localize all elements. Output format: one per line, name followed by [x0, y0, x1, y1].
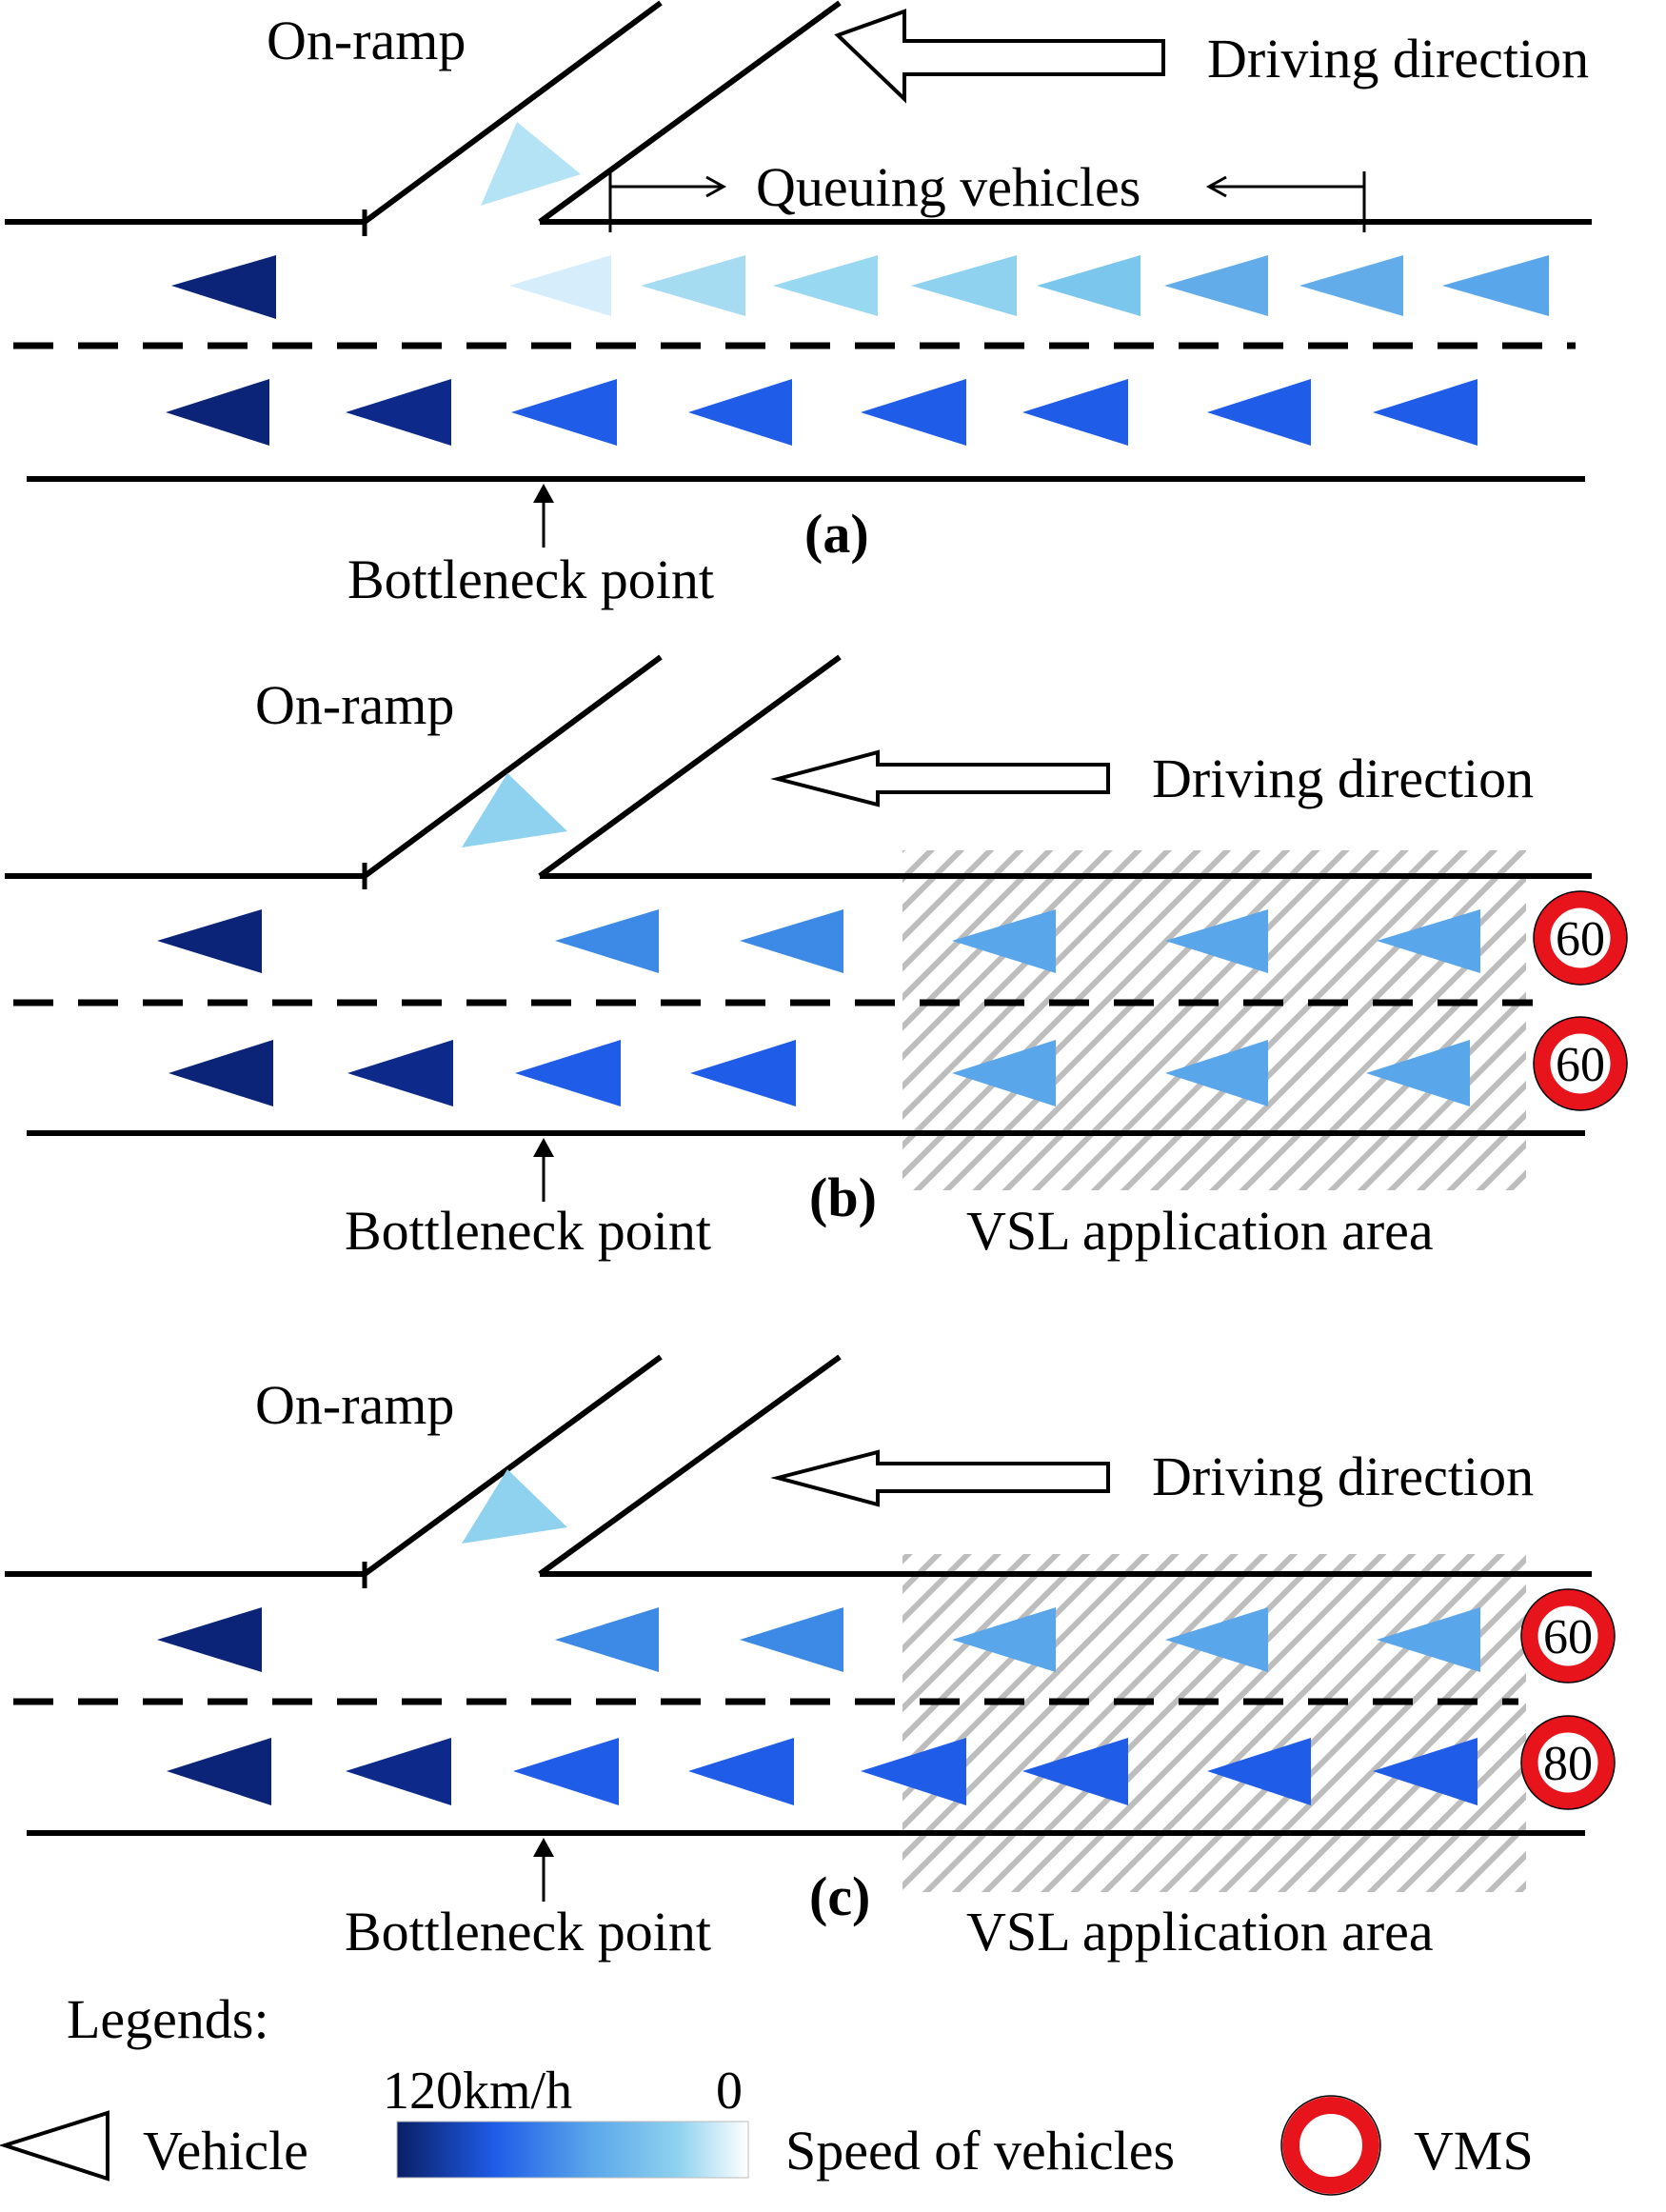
vehicle [1037, 255, 1140, 316]
on-ramp-label: On-ramp [255, 674, 454, 736]
vehicle [911, 255, 1017, 316]
vehicle [169, 1040, 273, 1106]
vehicle [1022, 379, 1128, 446]
speed-colorbar [396, 2121, 749, 2179]
bottleneck-label: Bottleneck point [347, 548, 714, 610]
vsl-area-hatch [902, 850, 1526, 1190]
on-ramp-vehicle [462, 773, 567, 847]
bottleneck-pointer [533, 1838, 554, 1902]
vehicle-symbol [0, 2110, 109, 2182]
vehicle [641, 255, 745, 316]
speed-limit-value: 80 [1543, 1737, 1593, 1791]
vms-sign: 80 [1520, 1715, 1616, 1810]
vehicle [515, 1040, 621, 1106]
vehicle [861, 379, 966, 446]
road-lines [5, 1354, 1592, 1836]
vms-symbol [1280, 2095, 1381, 2196]
bottleneck-pointer [533, 1138, 554, 1202]
vms-sign: 60 [1533, 1016, 1628, 1111]
bottleneck-pointer [533, 484, 554, 548]
vehicle [1165, 1607, 1268, 1672]
vehicle [171, 255, 276, 319]
driving-direction-label: Driving direction [1207, 28, 1589, 90]
vehicle [346, 379, 451, 446]
speed-limit-value: 60 [1556, 912, 1605, 967]
vehicle [1366, 1040, 1470, 1106]
vehicle [861, 1738, 966, 1805]
legend-speed-max: 120km/h [383, 2062, 572, 2121]
vehicle [509, 255, 611, 316]
vehicle [952, 1607, 1056, 1672]
speed-limit-value: 60 [1543, 1610, 1593, 1664]
queue-extent-markers [608, 171, 1366, 232]
panel-c: Driving direction On-ramp Bottleneck poi… [5, 1354, 1616, 1963]
legend: Legends: Vehicle 120km/h 0 Speed of vehi… [0, 1988, 1534, 2196]
vehicle [773, 255, 878, 316]
vehicle [740, 1607, 843, 1672]
vsl-area-hatch [902, 1554, 1526, 1892]
driving-direction-label: Driving direction [1152, 747, 1534, 809]
bottleneck-label: Bottleneck point [345, 1901, 711, 1963]
vehicles [166, 122, 1549, 446]
legend-speed-label: Speed of vehicles [785, 2120, 1175, 2182]
legend-title: Legends: [67, 1988, 269, 2050]
vehicle [1207, 379, 1311, 446]
vehicle [1165, 909, 1268, 973]
on-ramp-vehicle [481, 122, 581, 206]
legend-vms-label: VMS [1414, 2120, 1534, 2182]
panel-label: (a) [804, 503, 869, 565]
vms-sign: 60 [1520, 1588, 1616, 1684]
vsl-area-label: VSL application area [966, 1901, 1434, 1963]
driving-direction-arrow [834, 9, 1165, 104]
vehicle [952, 1040, 1056, 1106]
vehicle [690, 1040, 796, 1106]
road-lines [5, 654, 1592, 1136]
panel-b: Driving direction On-ramp Bottleneck poi… [5, 654, 1628, 1262]
vehicle [157, 1607, 262, 1672]
on-ramp-vehicle [462, 1469, 567, 1544]
vsl-area-label: VSL application area [966, 1200, 1434, 1262]
vehicle [1373, 1738, 1478, 1805]
vehicle [740, 909, 843, 973]
vehicle [555, 909, 659, 973]
vehicle [1377, 1607, 1480, 1672]
vehicle [1377, 909, 1480, 973]
vehicle [166, 379, 269, 446]
vehicle [157, 909, 262, 973]
bottleneck-label: Bottleneck point [345, 1200, 711, 1262]
panel-label: (b) [809, 1166, 877, 1228]
driving-direction-arrow [770, 1449, 1110, 1507]
vehicles [157, 1469, 1480, 1805]
speed-limit-value: 60 [1556, 1038, 1605, 1092]
road-lines [5, 0, 1592, 482]
vehicle [688, 1738, 794, 1805]
panel-label: (c) [809, 1865, 870, 1927]
queuing-vehicles-label: Queuing vehicles [756, 156, 1140, 218]
vehicle [1207, 1738, 1311, 1805]
vehicle [346, 1738, 451, 1805]
vehicle [511, 379, 617, 446]
vehicle [1022, 1738, 1128, 1805]
vehicle [347, 1040, 453, 1106]
vehicle [1164, 255, 1268, 316]
vehicle [952, 909, 1056, 973]
legend-vehicle-label: Vehicle [143, 2120, 308, 2182]
on-ramp-label: On-ramp [267, 10, 466, 71]
driving-direction-label: Driving direction [1152, 1445, 1534, 1507]
driving-direction-arrow [770, 749, 1110, 807]
vehicle [1442, 255, 1549, 316]
vehicles [157, 773, 1480, 1106]
vehicle [688, 379, 792, 446]
vehicle [167, 1738, 271, 1805]
vehicle [555, 1607, 659, 1672]
panel-a: Driving direction On-ramp Queuing vehicl… [5, 0, 1592, 610]
vms-sign: 60 [1533, 890, 1628, 986]
vehicle [513, 1738, 619, 1805]
vehicle [1373, 379, 1478, 446]
on-ramp-label: On-ramp [255, 1374, 454, 1436]
legend-speed-min: 0 [716, 2062, 743, 2121]
vehicle [1165, 1040, 1268, 1106]
vehicle [1299, 255, 1403, 316]
